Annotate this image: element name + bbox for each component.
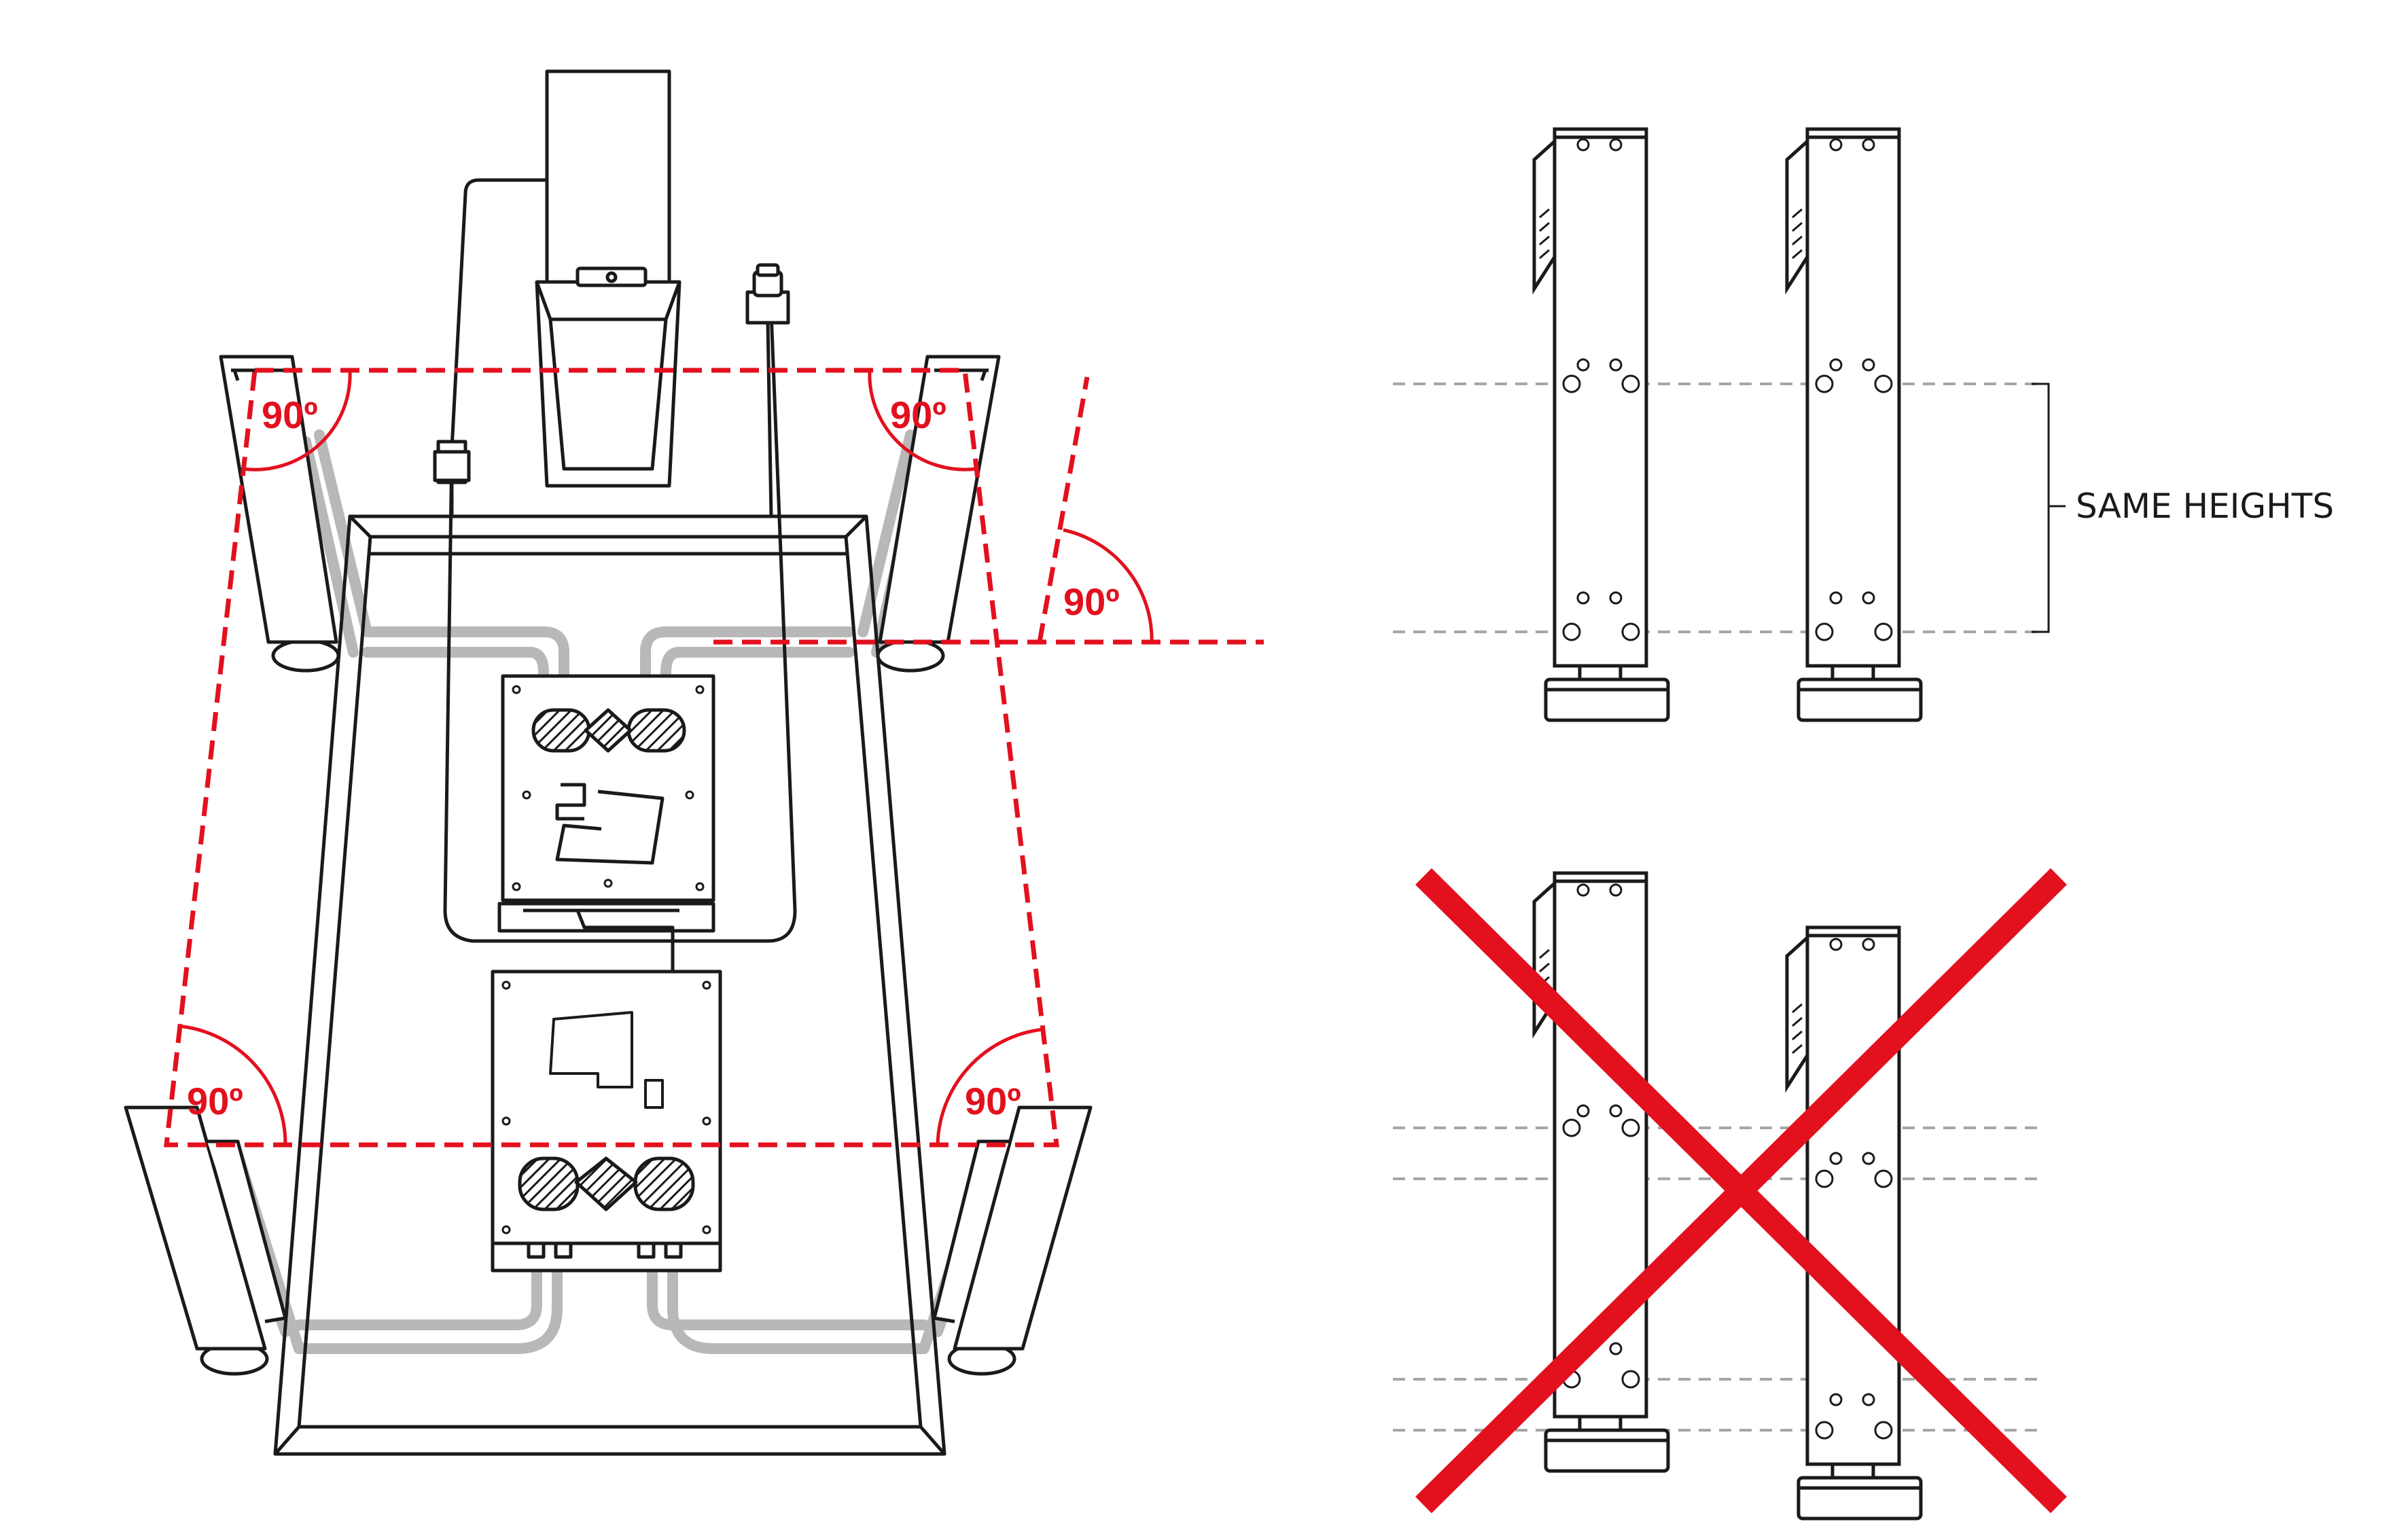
angle-label-rear-right: 90º [890,393,946,436]
wrong-heights-example [1393,868,2067,1521]
angle-arc-rear-right [868,370,977,472]
angle-arc-extension [1063,528,1154,643]
corner-leg-rear-left [219,355,340,673]
angle-label-front-right: 90º [965,1080,1021,1122]
angle-arc-front-right [936,1027,1044,1146]
platform-top-view [124,69,1093,1456]
cross-mark-icon [1415,868,2067,1514]
leg-side-d [1785,925,1923,1521]
extension-line-diagonal [1037,376,1090,643]
angle-arc-front-left [177,1024,287,1146]
actuator-front [491,970,722,1273]
angle-label-rear-left: 90º [262,393,318,436]
same-heights-label: SAME HEIGHTS [2076,486,2334,526]
pc-tower [535,69,681,488]
correct-heights-example: SAME HEIGHTS [1393,383,2334,633]
control-box-icon [745,263,790,517]
leg-side-b [1785,127,1923,722]
alignment-quad [164,368,1059,1148]
angle-label-front-left: 90º [187,1080,243,1122]
height-bracket [2032,383,2066,633]
power-cable [443,178,797,943]
leg-side-a [1532,127,1670,722]
actuator-rear [497,674,715,972]
alignment-guides [164,368,1264,1148]
corner-leg-front-right [932,1105,1093,1376]
angle-arc-rear-left [242,370,352,472]
angle-label-extension: 90º [1063,580,1120,623]
corner-leg-front-left [124,1105,287,1376]
